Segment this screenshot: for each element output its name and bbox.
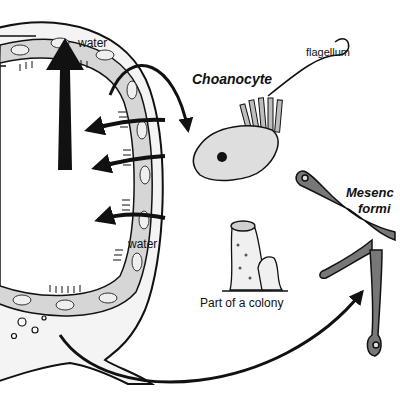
mesenchyme-cell — [296, 171, 395, 356]
bubbles — [12, 316, 47, 339]
diagram-label: water — [128, 238, 157, 251]
sponge-body — [0, 23, 163, 385]
wall-cells — [11, 38, 150, 310]
inflow-arrows — [88, 120, 165, 220]
zoom-arrow — [60, 292, 362, 382]
diagram-label: Part of a colony — [200, 297, 283, 310]
diagram-label: flagellum — [306, 46, 350, 58]
collar-hatches — [20, 59, 131, 293]
diagram-label: Choanocyte — [192, 72, 272, 87]
outflow-arrow — [46, 38, 84, 170]
leader-line — [0, 36, 36, 66]
zoom-arrow — [110, 66, 188, 130]
colony-sketch — [222, 221, 288, 291]
sponge-wall — [0, 39, 152, 315]
diagram-label: Mesenc — [346, 186, 394, 200]
diagram-label: water — [78, 37, 107, 50]
choanocyte-cell — [193, 39, 348, 181]
diagram-label: formi — [358, 202, 391, 216]
